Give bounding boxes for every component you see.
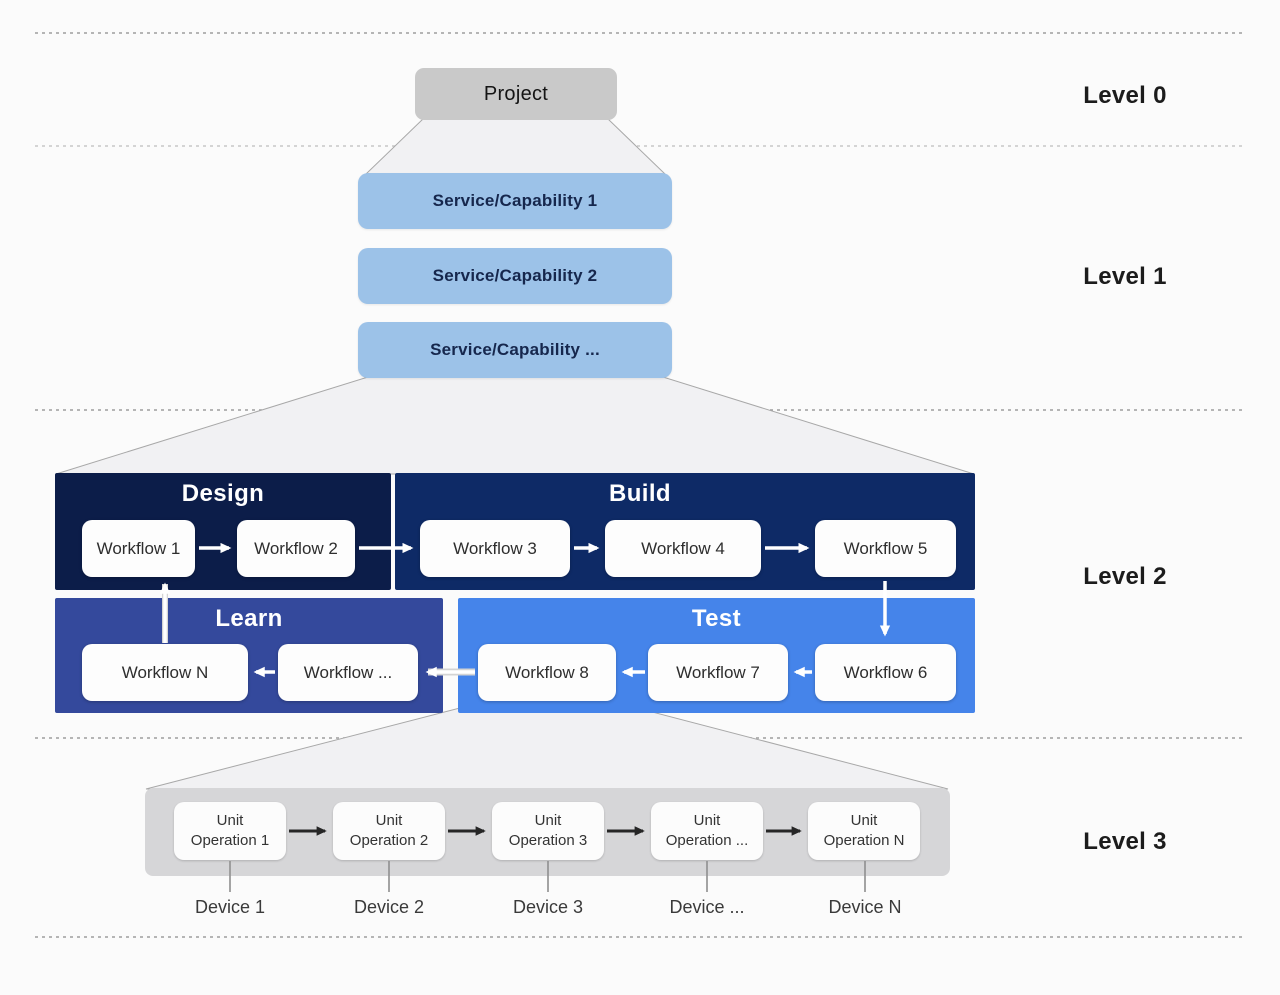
level-0-label: Level 0 (1083, 82, 1167, 109)
workflow-6-label: Workflow 6 (843, 662, 928, 682)
service-capability-1-label: Service/Capability 1 (432, 191, 598, 210)
device-1-label: Device 1 (194, 897, 266, 917)
workflow-n-label: Workflow N (121, 662, 209, 682)
workflow-n-box: Workflow N (82, 644, 248, 701)
test-phase-title: Test (691, 605, 742, 632)
device-more-label: Device ... (669, 897, 745, 917)
device-n-label: Device N (828, 897, 902, 917)
funnel-services-to-level2 (55, 376, 975, 475)
service-capability-more-box: Service/Capability ... (358, 322, 672, 378)
service-capability-more-label: Service/Capability ... (430, 340, 600, 359)
workflow-5-label: Workflow 5 (843, 538, 928, 558)
device-2-label: Device 2 (353, 897, 425, 917)
workflow-7-label: Workflow 7 (676, 662, 760, 682)
workflow-4-label: Workflow 4 (641, 538, 725, 558)
workflow-8-label: Workflow 8 (505, 662, 589, 682)
service-capability-1-box: Service/Capability 1 (358, 173, 672, 229)
funnel-workflow8-to-level3 (145, 700, 949, 790)
level-3-label: Level 3 (1083, 828, 1167, 855)
workflow-more-box: Workflow ... (278, 644, 418, 701)
level-1-label: Level 1 (1083, 263, 1167, 290)
workflow-more-label: Workflow ... (303, 662, 393, 682)
workflow-5-box: Workflow 5 (815, 520, 956, 577)
workflow-2-box: Workflow 2 (237, 520, 355, 577)
build-phase-title: Build (609, 480, 671, 507)
device-3-label: Device 3 (512, 897, 584, 917)
workflow-3-label: Workflow 3 (453, 538, 537, 558)
workflow-2-label: Workflow 2 (254, 538, 338, 558)
service-capability-2-box: Service/Capability 2 (358, 248, 672, 304)
project-box: Project (415, 68, 617, 120)
workflow-8-box: Workflow 8 (478, 644, 616, 701)
service-capability-2-label: Service/Capability 2 (432, 266, 598, 285)
workflow-1-label: Workflow 1 (96, 538, 181, 558)
learn-phase-title: Learn (215, 605, 283, 632)
workflow-3-box: Workflow 3 (420, 520, 570, 577)
workflow-1-box: Workflow 1 (82, 520, 195, 577)
design-phase-title: Design (181, 480, 265, 507)
level-2-label: Level 2 (1083, 563, 1167, 590)
funnel-project-to-services (364, 117, 667, 175)
workflow-7-box: Workflow 7 (648, 644, 788, 701)
workflow-6-box: Workflow 6 (815, 644, 956, 701)
workflow-4-box: Workflow 4 (605, 520, 761, 577)
project-label: Project (483, 82, 549, 105)
